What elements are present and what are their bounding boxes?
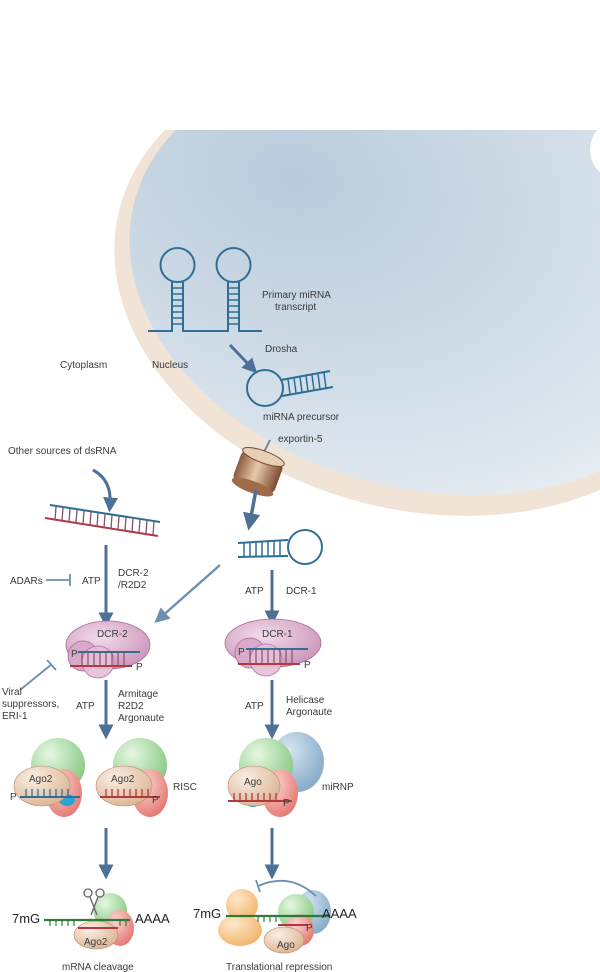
nucleus-region	[0, 0, 600, 516]
scissors-icon	[83, 888, 105, 916]
label-ago-mirnp: Ago	[244, 777, 262, 788]
arrow-drosha	[228, 343, 258, 374]
label-atp-left-2: ATP	[76, 701, 95, 712]
label-ago2-cleavage: Ago2	[84, 937, 108, 948]
dcr2-complex	[65, 620, 151, 679]
label-atp-right-2: ATP	[245, 701, 264, 712]
label-mirna-precursor: miRNA precursor	[263, 412, 340, 423]
label-translational-repression: Translational repression	[226, 962, 332, 972]
label-ago2-risc2: Ago2	[111, 774, 135, 785]
label-armitage-3: Argonaute	[118, 713, 165, 724]
exported-pre-mirna	[237, 529, 323, 565]
label-viral-2: suppressors,	[2, 699, 59, 710]
adars-inhibition	[46, 574, 71, 586]
label-p-mirnp: P	[283, 798, 290, 809]
label-risc: RISC	[173, 782, 197, 793]
viral-inhibition	[19, 659, 57, 691]
dcr1-complex	[224, 618, 322, 677]
label-dcr2-protein: DCR-2	[97, 629, 128, 640]
translational-repression-scene	[218, 879, 331, 954]
label-viral-1: Viral	[2, 687, 22, 698]
label-primary-mirna-2: transcript	[275, 302, 316, 313]
arrow-export	[243, 489, 261, 531]
label-drosha: Drosha	[265, 344, 298, 355]
label-armitage-1: Armitage	[118, 689, 158, 700]
label-primary-mirna-1: Primary miRNA	[262, 290, 331, 301]
label-atp-right-1: ATP	[245, 586, 264, 597]
primary-mirna-transcript	[148, 247, 262, 332]
label-ago-repression: Ago	[277, 940, 295, 951]
label-p-dcr1-right: P	[304, 660, 311, 671]
label-mrna-cleavage: mRNA cleavage	[62, 962, 134, 972]
top-mask	[0, 0, 600, 130]
label-p-risc2: P	[152, 795, 159, 806]
mirnp-complex	[227, 732, 324, 817]
risc-complex-1	[13, 738, 85, 817]
label-p-dcr2-right: P	[136, 662, 143, 673]
label-adars: ADARs	[10, 576, 43, 587]
label-p-risc1: P	[10, 792, 17, 803]
label-cap-right: 7mG	[193, 906, 221, 921]
label-p-dcr1-left: P	[238, 647, 245, 658]
label-dcr1: DCR-1	[286, 586, 317, 597]
label-polya-right: AAAA	[322, 906, 357, 921]
exportin5-pore	[231, 447, 285, 497]
label-helicase-2: Argonaute	[286, 707, 333, 718]
label-p-dcr2-left: P	[71, 649, 78, 660]
arrow-premirna-to-dcr2	[154, 564, 221, 623]
long-dsrna	[44, 504, 161, 537]
label-other-sources: Other sources of dsRNA	[8, 446, 117, 457]
risc-complex-2	[95, 738, 168, 817]
label-ago2-risc1: Ago2	[29, 774, 53, 785]
repression-inhibition-arc	[255, 879, 317, 897]
label-dcr2-r2d2-1: DCR-2	[118, 568, 149, 579]
nucleus-interior	[129, 56, 600, 496]
label-cytoplasm: Cytoplasm	[60, 360, 107, 371]
label-atp-left-1: ATP	[82, 576, 101, 587]
mirna-precursor	[246, 369, 334, 407]
label-p-repression: P	[306, 923, 313, 934]
label-mirnp: miRNP	[322, 782, 354, 793]
label-viral-3: ERI-1	[2, 711, 28, 722]
label-nucleus: Nucleus	[152, 360, 188, 371]
arrow-other-sources	[92, 468, 119, 513]
mrna-cleavage-scene	[44, 888, 134, 950]
label-exportin5: exportin-5	[278, 434, 323, 445]
label-dcr1-protein: DCR-1	[262, 629, 293, 640]
label-cap-left: 7mG	[12, 911, 40, 926]
label-armitage-2: R2D2	[118, 701, 144, 712]
label-polya-left: AAAA	[135, 911, 170, 926]
label-dcr2-r2d2-2: /R2D2	[118, 580, 147, 591]
label-helicase-1: Helicase	[286, 695, 325, 706]
